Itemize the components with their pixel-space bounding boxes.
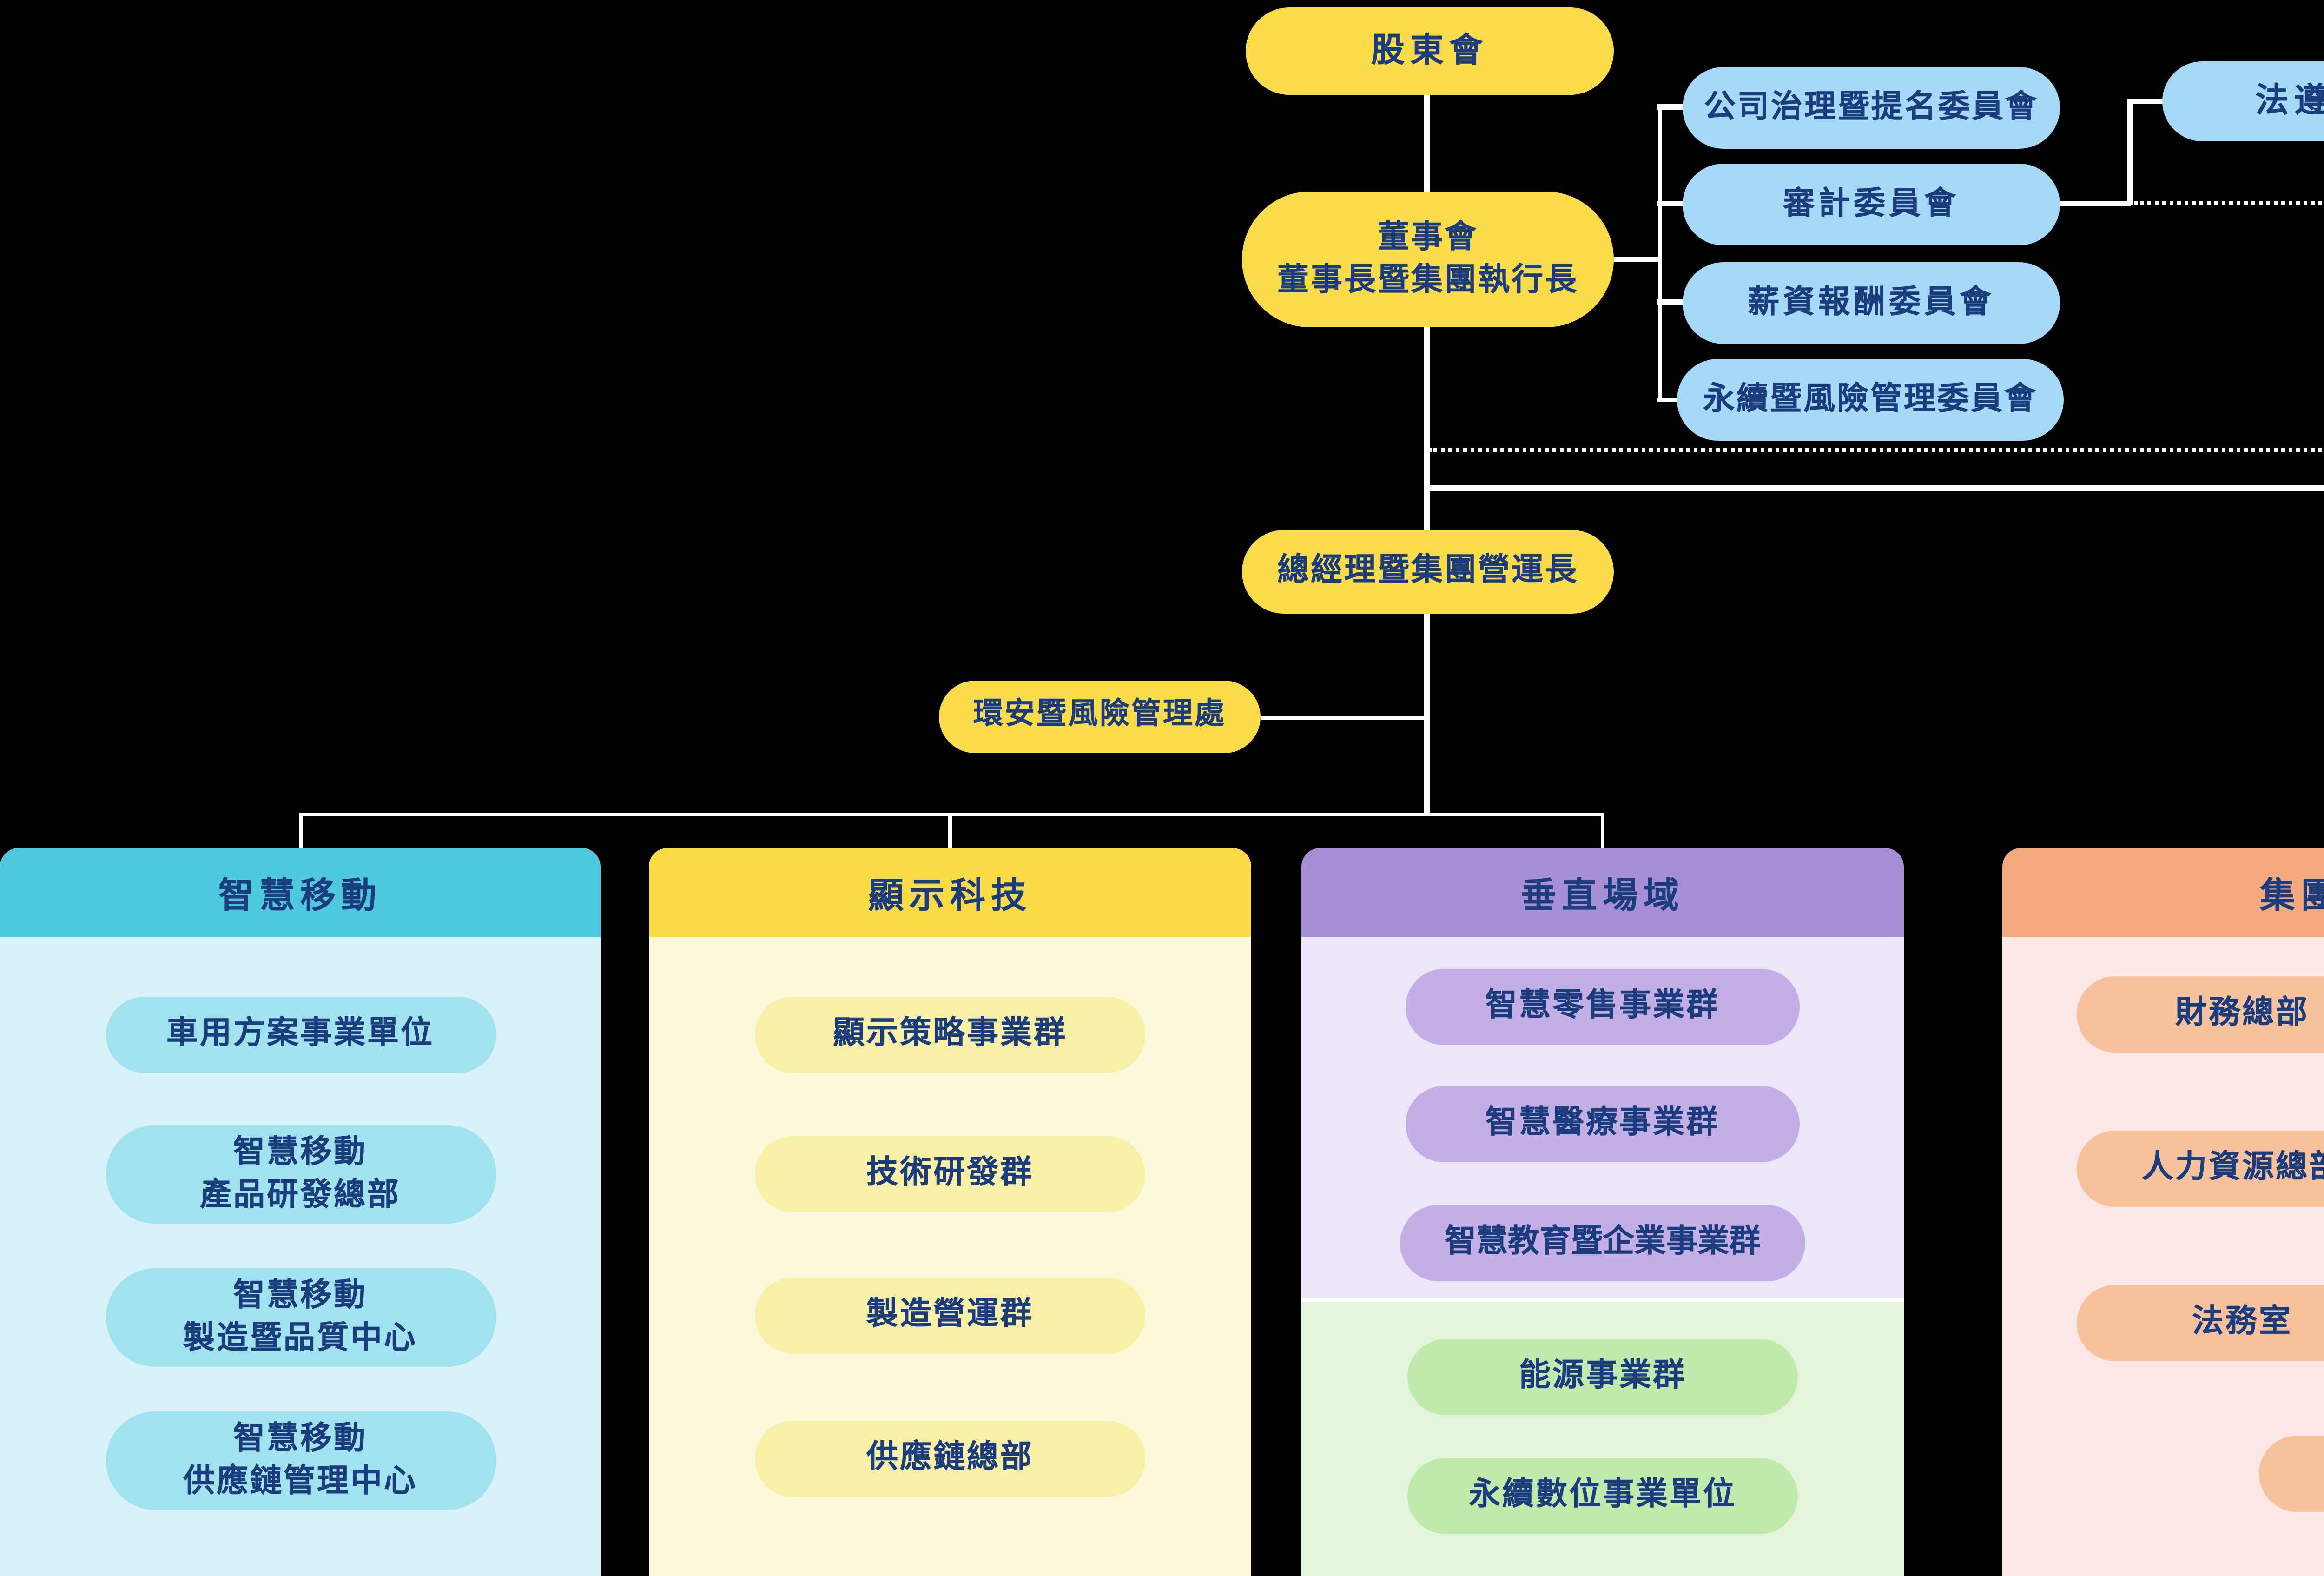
node-shareholders: 股東會: [1246, 7, 1614, 95]
node-president-coo: 總經理暨集團營運長: [1242, 530, 1614, 614]
column-title-vertical-domains: 垂直場域: [1520, 877, 1684, 916]
column-header-display-technology: 顯示科技: [649, 848, 1251, 937]
connector-ceo-distribution: [1424, 614, 1429, 814]
unit-supply-chain-hq: 供應鏈總部: [755, 1421, 1145, 1497]
committee-audit: 審計委員會: [1683, 164, 2060, 245]
unit-sustainable-digital-bu: 永續數位事業單位: [1407, 1458, 1798, 1534]
connector-drop-col2: [947, 813, 952, 850]
unit-energy-bg: 能源事業群: [1407, 1339, 1798, 1415]
connector-audit-compliance-h2: [2127, 99, 2164, 103]
unit-legal-office: 法務室: [2077, 1285, 2324, 1361]
unit-hr-hq: 人力資源總部: [2077, 1131, 2324, 1207]
node-ehs-risk-office: 環安暨風險管理處: [939, 681, 1261, 753]
connector-ehs-stub: [1261, 715, 1428, 720]
connector-board-ceo: [1424, 327, 1429, 532]
column-header-smart-mobility: 智慧移動: [0, 848, 601, 937]
connector-stub-committee-4: [1657, 397, 1684, 402]
unit-automotive-solution-bu: 車用方案事業單位: [105, 997, 495, 1073]
node-chief-compliance-counsel: 法遵總顧問: [2162, 61, 2324, 141]
connector-audit-compliance-v: [2127, 99, 2132, 205]
node-board: 董事會 董事長暨集團執行長: [1242, 192, 1614, 327]
connector-drop-col1: [298, 813, 303, 850]
connector-audit-compliance-h1: [2060, 201, 2131, 205]
connector-shareholders-board: [1424, 95, 1429, 192]
committee-sustainability-risk: 永續暨風險管理委員會: [1677, 359, 2064, 441]
unit-sm-supply-chain-center: 智慧移動 供應鏈管理中心: [105, 1411, 495, 1510]
unit-sm-product-rd-hq: 智慧移動 產品研發總部: [105, 1125, 495, 1224]
connector-board-bracket-stub: [1614, 257, 1660, 261]
committee-compensation: 薪資報酬委員會: [1683, 262, 2060, 344]
unit-mfg-operations-group: 製造營運群: [755, 1278, 1145, 1354]
unit-display-strategy-bg: 顯示策略事業群: [755, 997, 1145, 1073]
unit-smart-medical-bg: 智慧醫療事業群: [1406, 1086, 1800, 1162]
connector-bracket-vertical: [1657, 104, 1662, 402]
column-group-support: 集團營運支援單位 財務總部 數位技術發展總部 人力資源總部 永續發展總部 法務室…: [2002, 848, 2324, 1576]
column-display-technology: 顯示科技 顯示策略事業群 技術研發群 製造營運群 供應鏈總部: [649, 848, 1251, 1576]
column-header-group-support: 集團營運支援單位: [2002, 848, 2324, 937]
column-title-display-technology: 顯示科技: [868, 877, 1032, 916]
unit-audit-management-office: 稽核管理處: [2259, 1436, 2324, 1512]
unit-sm-mfg-quality-center: 智慧移動 製造暨品質中心: [105, 1268, 495, 1367]
unit-finance-hq: 財務總部: [2077, 976, 2324, 1053]
unit-smart-retail-bg: 智慧零售事業群: [1406, 969, 1800, 1045]
column-title-smart-mobility: 智慧移動: [218, 877, 382, 916]
column-vertical-domains: 垂直場域 智慧零售事業群 智慧醫療事業群 智慧教育暨企業事業群 能源事業群 永續…: [1301, 848, 1904, 1576]
committee-governance-nomination: 公司治理暨提名委員會: [1683, 67, 2060, 149]
unit-tech-rd-group: 技術研發群: [755, 1136, 1145, 1212]
dotted-audit-to-edge: [2134, 200, 2324, 204]
column-title-group-support: 集團營運支援單位: [2259, 877, 2324, 916]
connector-stub-committee-2: [1657, 201, 1684, 205]
column-header-vertical-domains: 垂直場域: [1301, 848, 1904, 937]
dotted-compliance-return: [1428, 447, 2324, 451]
connector-drop-col3: [1600, 813, 1604, 850]
connector-stub-committee-3: [1657, 299, 1684, 304]
column-smart-mobility: 智慧移動 車用方案事業單位 智慧移動 產品研發總部 智慧移動 製造暨品質中心 智…: [0, 848, 601, 1576]
connector-stub-committee-1: [1657, 104, 1684, 109]
connector-distribution-h: [299, 812, 1604, 816]
unit-smart-edu-enterprise-bg: 智慧教育暨企業事業群: [1400, 1205, 1805, 1281]
connector-support-branch-h: [1424, 485, 2324, 490]
